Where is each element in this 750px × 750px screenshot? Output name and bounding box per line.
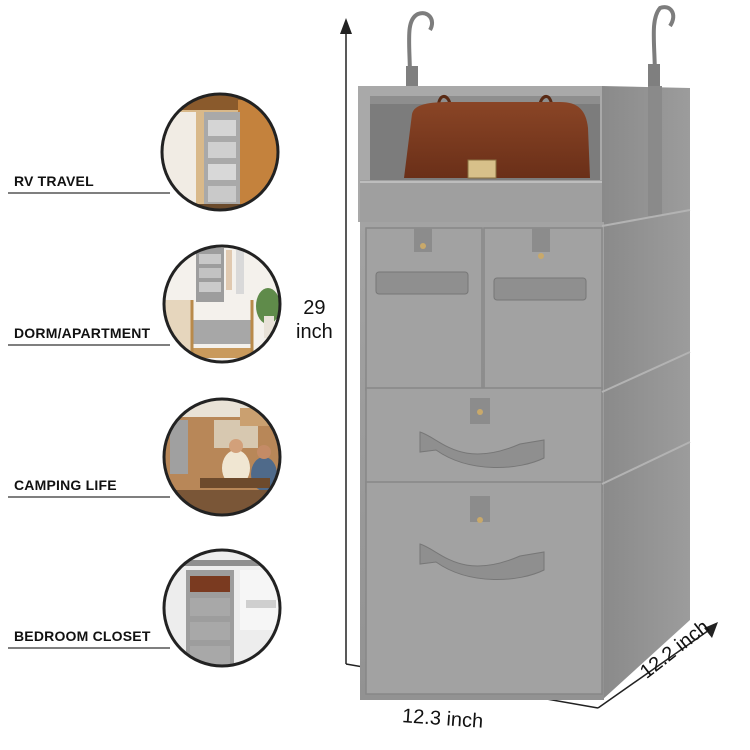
large-drawer: [365, 481, 603, 695]
label-camping-life: CAMPING LIFE: [14, 477, 117, 493]
medium-drawer: [365, 387, 603, 493]
label-bedroom-closet: BEDROOM CLOSET: [14, 628, 151, 644]
leather-bag: [404, 95, 590, 179]
small-drawer-left: [365, 227, 483, 391]
height-unit: inch: [296, 321, 333, 343]
height-dimension: 29 inch: [296, 296, 333, 344]
camping-life-photo: [162, 397, 282, 517]
height-arrow: [340, 18, 352, 664]
hanging-organizer: [358, 5, 691, 700]
bedroom-closet-photo: [162, 548, 282, 668]
label-lines: [8, 192, 170, 649]
rv-travel-photo: [160, 92, 280, 212]
small-drawer-right: [483, 227, 603, 391]
dorm-apartment-photo: [162, 244, 282, 364]
height-value: 29: [303, 297, 326, 319]
label-dorm-apartment: DORM/APARTMENT: [14, 325, 151, 341]
label-rv-travel: RV TRAVEL: [14, 173, 94, 189]
